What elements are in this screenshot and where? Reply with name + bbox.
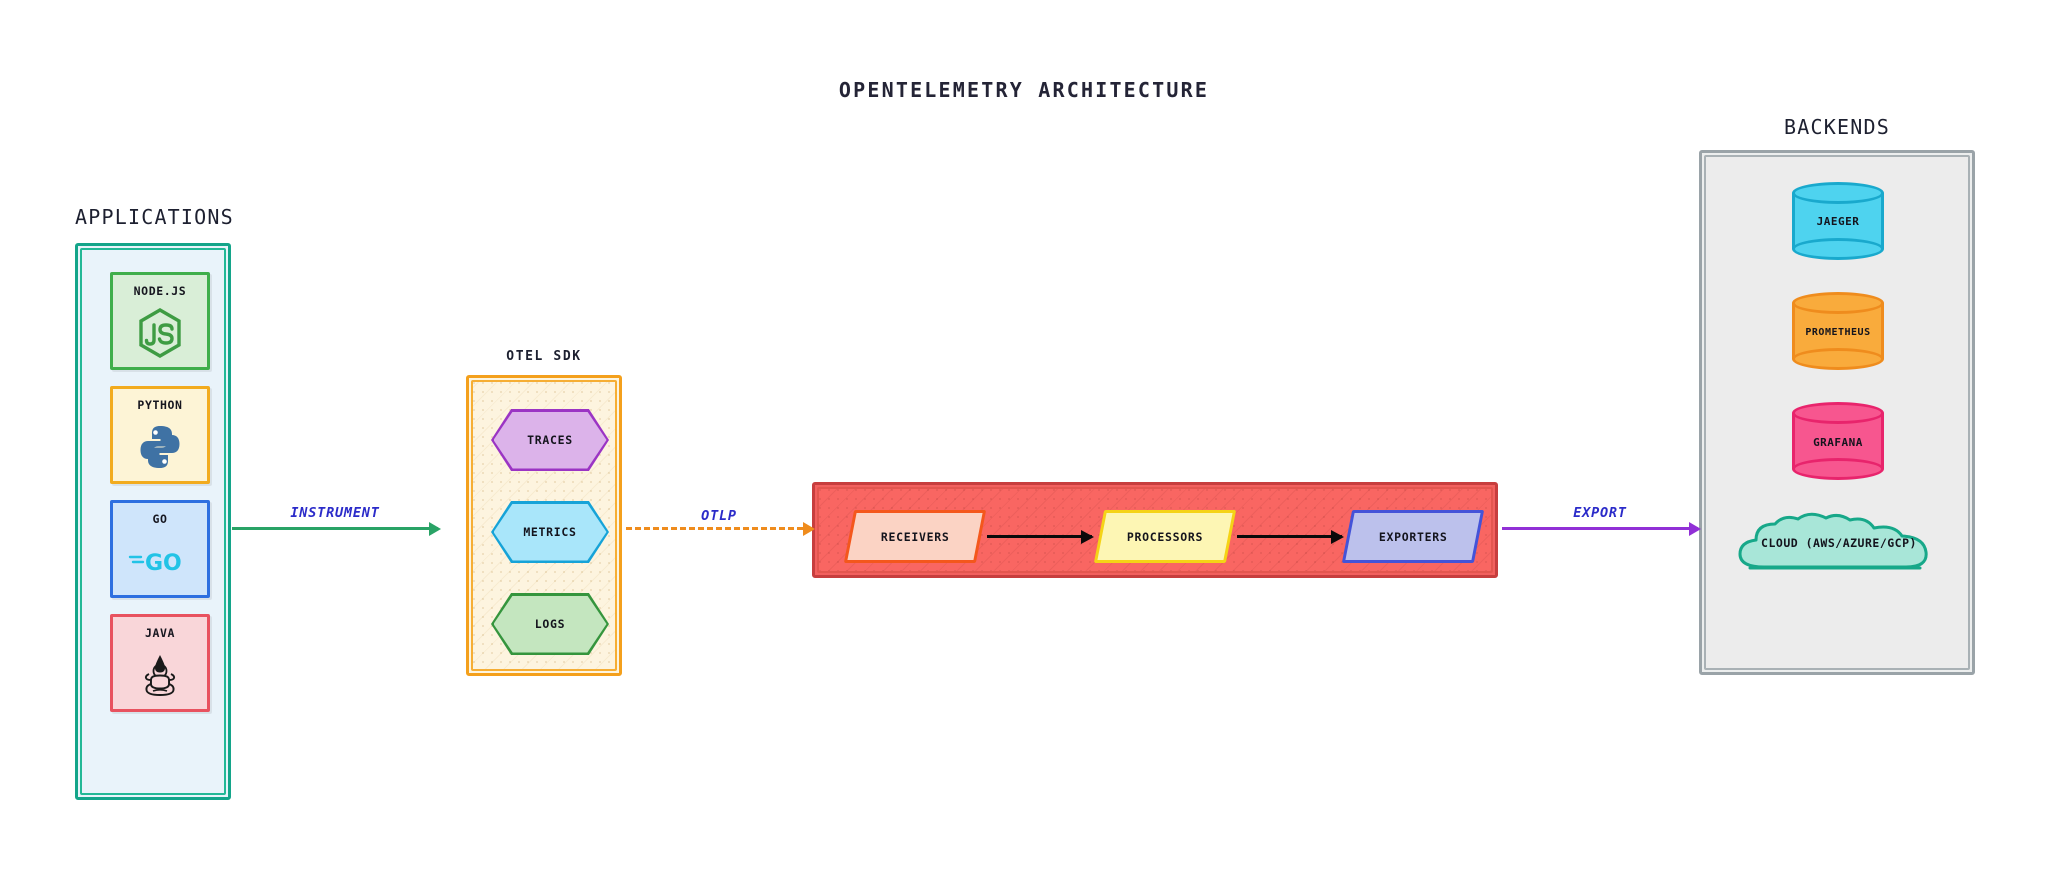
stage-label: EXPORTERS — [1378, 529, 1448, 544]
backends-panel-surface: JAEGER PROMETHEUS GRAFANA CLOUD (AWS/ — [1704, 155, 1970, 670]
collector-panel: RECEIVERS PROCESSORS EXPORTERS — [812, 482, 1498, 578]
signal-label: METRICS — [523, 525, 577, 539]
backend-label: PROMETHEUS — [1805, 327, 1871, 338]
go-icon: GO — [113, 526, 207, 595]
cloud-shape — [1738, 512, 1928, 570]
signal-label: TRACES — [527, 433, 573, 447]
backend-jaeger[interactable]: JAEGER — [1792, 182, 1884, 260]
connector-label: OTLP — [696, 508, 742, 524]
cylinder-bottom — [1792, 458, 1884, 480]
collector-stage-receivers[interactable]: RECEIVERS — [843, 510, 987, 563]
applications-panel: NODE.JS PYTHON — [75, 243, 231, 800]
applications-group-title: APPLICATIONS — [75, 205, 234, 229]
otel-sdk-panel: TRACES METRICS LOGS — [466, 375, 622, 676]
collector-flow-arrow-1 — [987, 529, 1094, 544]
collector-stage-exporters[interactable]: EXPORTERS — [1341, 510, 1485, 563]
connector-label: EXPORT — [1568, 505, 1632, 521]
stage-label: RECEIVERS — [880, 529, 950, 544]
connector-export: EXPORT — [1502, 505, 1701, 536]
backend-prometheus[interactable]: PROMETHEUS — [1792, 292, 1884, 370]
arrowhead-icon — [1689, 522, 1701, 536]
cylinder-top — [1792, 402, 1884, 424]
backend-grafana[interactable]: GRAFANA — [1792, 402, 1884, 480]
backend-label: GRAFANA — [1813, 436, 1863, 449]
backends-group-title: BACKENDS — [1784, 115, 1890, 139]
collector-flow-arrow-2 — [1237, 529, 1344, 544]
sdk-group-title: OTEL SDK — [506, 349, 582, 364]
nodejs-icon — [113, 298, 207, 367]
app-card-label: PYTHON — [137, 398, 183, 412]
stage-label: PROCESSORS — [1126, 529, 1204, 544]
page-title: OPENTELEMETRY ARCHITECTURE — [838, 78, 1210, 102]
signal-traces[interactable]: TRACES — [493, 411, 607, 469]
app-card-go[interactable]: GO GO — [110, 500, 210, 598]
connector-otlp: OTLP — [626, 508, 815, 536]
connector-instrument: INSTRUMENT — [232, 505, 441, 536]
app-card-java[interactable]: JAVA — [110, 614, 210, 712]
svg-text:GO: GO — [145, 551, 182, 576]
applications-panel-surface: NODE.JS PYTHON — [80, 248, 226, 795]
arrowhead-icon — [429, 522, 441, 536]
backend-label: CLOUD (AWS/AZURE/GCP) — [1761, 536, 1917, 550]
signal-label: LOGS — [534, 617, 566, 631]
signal-metrics[interactable]: METRICS — [493, 503, 607, 561]
backend-cloud[interactable]: CLOUD (AWS/AZURE/GCP) — [1734, 512, 1944, 574]
cylinder-bottom — [1792, 238, 1884, 260]
python-icon — [113, 412, 207, 481]
cylinder-bottom — [1792, 348, 1884, 370]
signal-logs[interactable]: LOGS — [493, 595, 607, 653]
cylinder-top — [1792, 182, 1884, 204]
collector-stage-processors[interactable]: PROCESSORS — [1093, 510, 1237, 563]
sdk-panel-surface: TRACES METRICS LOGS — [471, 380, 617, 671]
app-card-nodejs[interactable]: NODE.JS — [110, 272, 210, 370]
app-card-label: NODE.JS — [133, 284, 187, 298]
backends-panel: JAEGER PROMETHEUS GRAFANA CLOUD (AWS/ — [1699, 150, 1975, 675]
cylinder-top — [1792, 292, 1884, 314]
java-icon — [113, 640, 207, 709]
app-card-python[interactable]: PYTHON — [110, 386, 210, 484]
backend-label: JAEGER — [1816, 215, 1860, 228]
connector-label: INSTRUMENT — [285, 505, 385, 521]
arrowhead-icon — [803, 522, 815, 536]
app-card-label: JAVA — [144, 626, 176, 640]
collector-panel-surface: RECEIVERS PROCESSORS EXPORTERS — [817, 487, 1493, 573]
app-card-label: GO — [152, 512, 168, 526]
